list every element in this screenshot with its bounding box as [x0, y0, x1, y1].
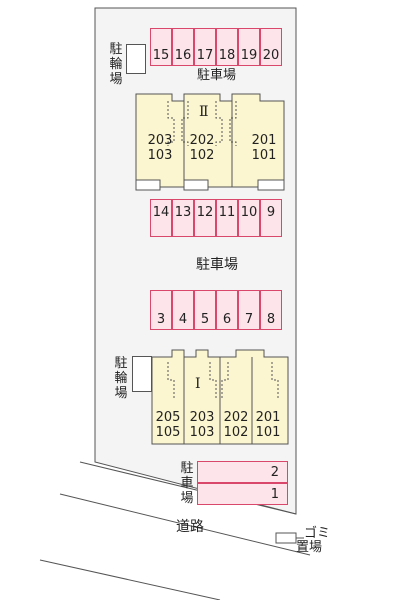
- parking-space: 12: [194, 199, 216, 237]
- parking-space: 15: [150, 28, 172, 66]
- parking-space: 1: [197, 483, 288, 505]
- parking-space: 7: [238, 290, 260, 330]
- parking-space: 10: [238, 199, 260, 237]
- parking-space: 17: [194, 28, 216, 66]
- parking-space: 8: [260, 290, 282, 330]
- road-label: 道路: [176, 519, 204, 535]
- parking-space: 4: [172, 290, 194, 330]
- bike-parking-lower-label: 駐輪場: [114, 356, 128, 401]
- parking-space: 11: [216, 199, 238, 237]
- parking-space: 5: [194, 290, 216, 330]
- parking-space: 6: [216, 290, 238, 330]
- garbage-area: [275, 532, 297, 544]
- parking-space: 2: [197, 461, 288, 483]
- road-edge-upper: [79, 461, 297, 515]
- road-edge-far: [39, 559, 221, 600]
- parking-label-middle: 駐車場: [196, 257, 238, 273]
- building-2: [135, 93, 285, 191]
- parking-label-top: 駐車場: [197, 68, 237, 83]
- garbage-label-bottom: 置場: [296, 540, 323, 555]
- bike-parking-lower: [132, 356, 152, 392]
- building-2-step-mid: [183, 179, 209, 191]
- parking-space: 9: [260, 199, 282, 237]
- building-2-step-left: [135, 179, 161, 191]
- garbage-label-top: ゴミ: [304, 526, 331, 541]
- parking-space: 18: [216, 28, 238, 66]
- bike-parking-upper: [126, 44, 146, 74]
- parking-label-bottom: 駐車場: [180, 461, 194, 506]
- parking-space: 16: [172, 28, 194, 66]
- bike-parking-upper-label: 駐輪場: [109, 42, 123, 87]
- parking-space: 13: [172, 199, 194, 237]
- building-1: [151, 349, 289, 445]
- parking-space: 20: [260, 28, 282, 66]
- building-2-label: Ⅱ: [199, 104, 209, 120]
- building-1-label: Ⅰ: [195, 376, 201, 392]
- building-2-step-right: [257, 179, 285, 191]
- parking-space: 3: [150, 290, 172, 330]
- parking-space: 14: [150, 199, 172, 237]
- parking-space: 19: [238, 28, 260, 66]
- road-edge-lower: [59, 493, 311, 556]
